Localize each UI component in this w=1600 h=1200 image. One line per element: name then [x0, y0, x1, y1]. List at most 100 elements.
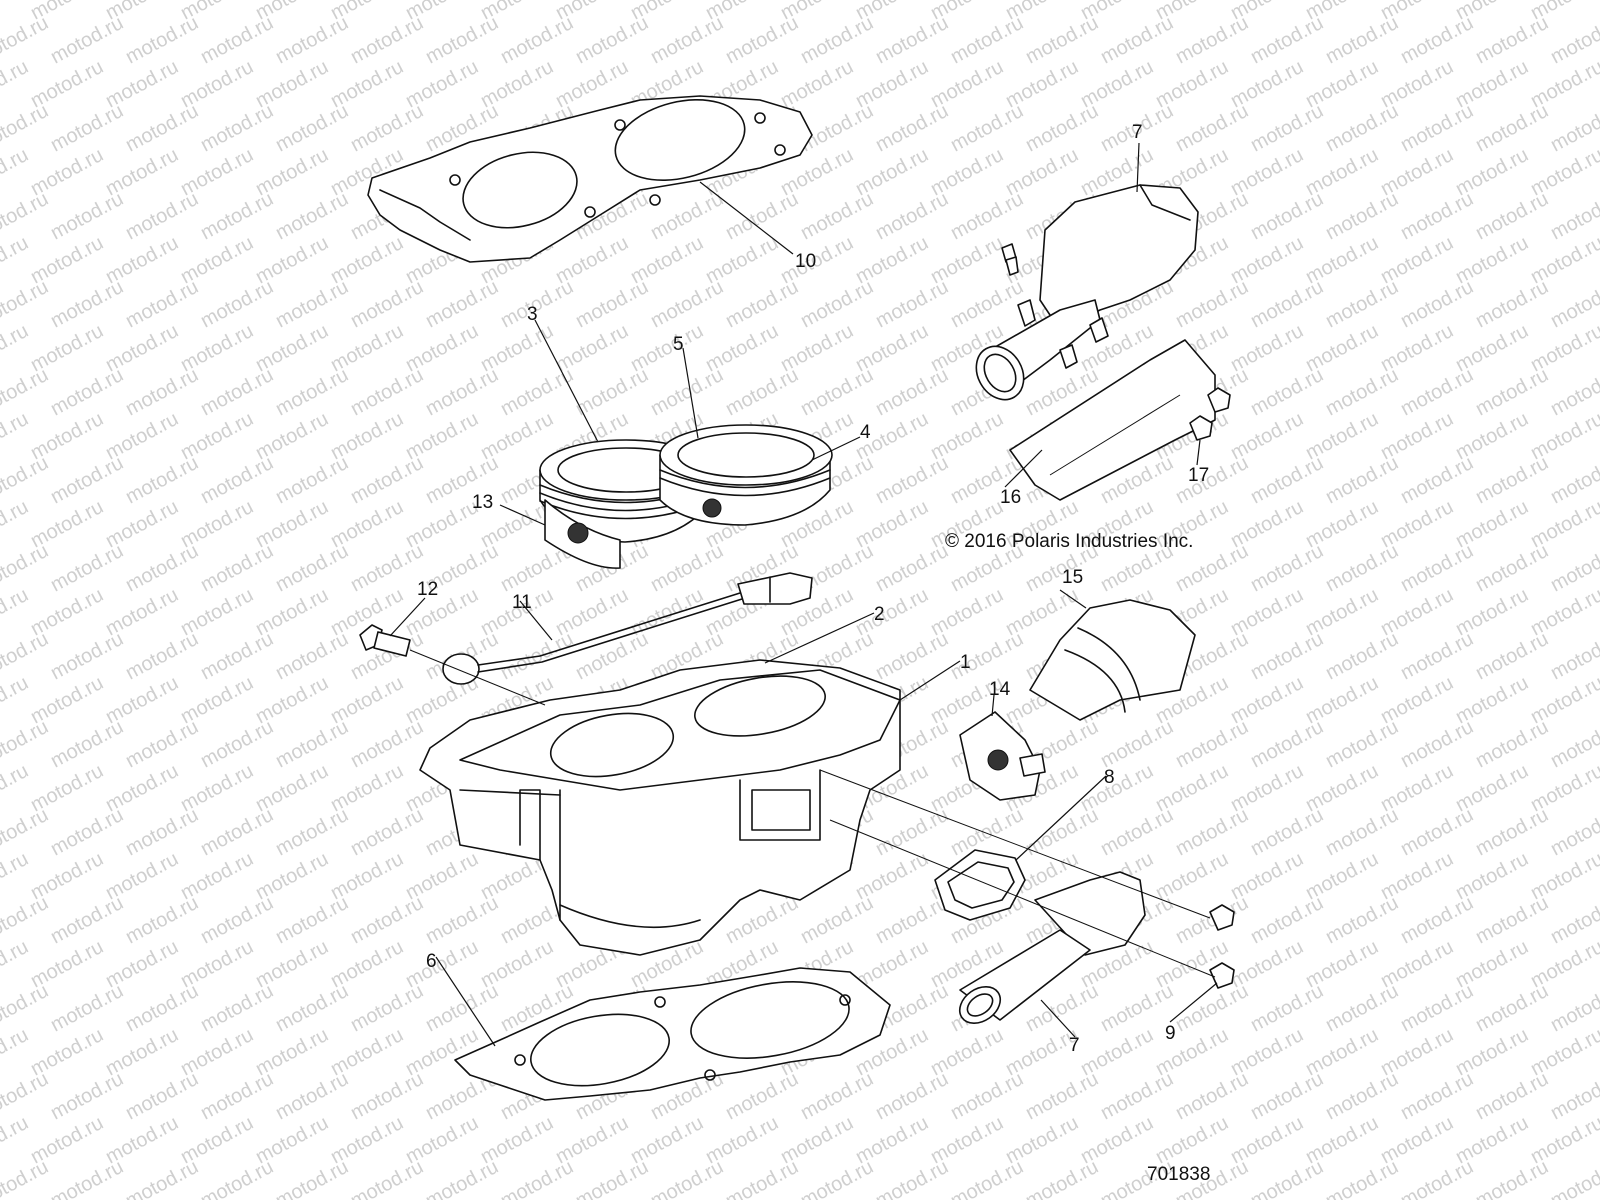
watermark-text: motod.ru — [272, 188, 352, 244]
temp-sensor-part — [442, 572, 813, 685]
watermark-text: motod.ru — [722, 1068, 802, 1124]
watermark-text: motod.ru — [1247, 188, 1327, 244]
watermark-text: motod.ru — [1322, 628, 1402, 684]
watermark-text: motod.ru — [1097, 804, 1177, 860]
watermark-text: motod.ru — [47, 1068, 127, 1124]
watermark-text: motod.ru — [197, 364, 277, 420]
watermark-text: motod.ru — [122, 980, 202, 1036]
watermark-text: motod.ru — [272, 1068, 352, 1124]
watermark-text: motod.ru — [572, 1156, 652, 1200]
watermark-text: motod.ru — [872, 892, 952, 948]
watermark-text: motod.ru — [0, 1024, 32, 1080]
watermark-text: motod.ru — [1322, 892, 1402, 948]
watermark-text: motod.ru — [422, 12, 502, 68]
watermark-text: motod.ru — [1022, 1068, 1102, 1124]
watermark-text: motod.ru — [647, 12, 727, 68]
watermark-text: motod.ru — [0, 628, 52, 684]
watermark-text: motod.ru — [1247, 452, 1327, 508]
watermark-text: motod.ru — [497, 12, 577, 68]
head-gasket-part — [367, 95, 813, 263]
watermark-text: motod.ru — [272, 1156, 352, 1200]
watermark-text: motod.ru — [722, 12, 802, 68]
watermark-text: motod.ru — [0, 496, 32, 552]
watermark-text: motod.ru — [122, 628, 202, 684]
watermark-text: motod.ru — [1322, 804, 1402, 860]
watermark-text: motod.ru — [47, 716, 127, 772]
watermark-text: motod.ru — [0, 188, 52, 244]
watermark-text: motod.ru — [347, 804, 427, 860]
watermark-text: motod.ru — [1247, 804, 1327, 860]
watermark-text: motod.ru — [0, 760, 32, 816]
watermark-text: motod.ru — [722, 188, 802, 244]
watermark-text: motod.ru — [122, 1068, 202, 1124]
water-outlet-part — [958, 871, 1146, 1024]
watermark-text: motod.ru — [1397, 12, 1477, 68]
watermark-text: motod.ru — [872, 12, 952, 68]
watermark-text: motod.ru — [1172, 12, 1252, 68]
watermark-text: motod.ru — [1322, 980, 1402, 1036]
watermark-text: motod.ru — [1247, 12, 1327, 68]
watermark-text: motod.ru — [947, 100, 1027, 156]
watermark-text: motod.ru — [1247, 1068, 1327, 1124]
watermark-text: motod.ru — [722, 276, 802, 332]
callout-4: 4 — [860, 422, 871, 443]
watermark-text: motod.ru — [1022, 804, 1102, 860]
watermark-text: motod.ru — [722, 364, 802, 420]
watermark-text: motod.ru — [1322, 1156, 1402, 1200]
callout-10: 10 — [795, 251, 816, 272]
watermark-text: motod.ru — [347, 364, 427, 420]
watermark-text: motod.ru — [1472, 892, 1552, 948]
watermark-text: motod.ru — [347, 980, 427, 1036]
seal-ring-part — [934, 849, 1026, 921]
watermark-text: motod.ru — [0, 12, 52, 68]
watermark-text: motod.ru — [0, 980, 52, 1036]
watermark-text: motod.ru — [872, 804, 952, 860]
watermark-text: motod.ru — [0, 144, 32, 200]
watermark-text: motod.ru — [1472, 276, 1552, 332]
watermark-text: motod.ru — [1172, 804, 1252, 860]
watermark-text: motod.ru — [122, 12, 202, 68]
watermark-text: motod.ru — [47, 100, 127, 156]
watermark-text: motod.ru — [1472, 364, 1552, 420]
watermark-text: motod.ru — [872, 1156, 952, 1200]
watermark-text: motod.ru — [1097, 1068, 1177, 1124]
clamp-part — [959, 711, 1046, 801]
watermark-text: motod.ru — [1322, 100, 1402, 156]
watermark-text: motod.ru — [122, 1156, 202, 1200]
watermark-text: motod.ru — [1322, 540, 1402, 596]
watermark-text: motod.ru — [272, 452, 352, 508]
watermark-text: motod.ru — [0, 1156, 52, 1200]
callout-13: 13 — [472, 492, 493, 513]
leader-lines — [389, 142, 1218, 1047]
watermark-text: motod.ru — [1322, 364, 1402, 420]
callout-7-bottom: 7 — [1069, 1035, 1080, 1056]
callout-7-top: 7 — [1132, 122, 1143, 143]
assembly-line — [829, 819, 1216, 978]
watermark-text: motod.ru — [797, 188, 877, 244]
watermark-text: motod.ru — [1472, 12, 1552, 68]
watermark-text: motod.ru — [1322, 276, 1402, 332]
watermark-text: motod.ru — [1472, 716, 1552, 772]
watermark-text: motod.ru — [1397, 1068, 1477, 1124]
watermark-text: motod.ru — [1472, 540, 1552, 596]
watermark-text: motod.ru — [0, 936, 32, 992]
watermark-text: motod.ru — [1097, 716, 1177, 772]
watermark-text: motod.ru — [422, 892, 502, 948]
watermark-text: motod.ru — [947, 1068, 1027, 1124]
watermark-text: motod.ru — [1397, 1156, 1477, 1200]
watermark-text: motod.ru — [47, 188, 127, 244]
watermark-text: motod.ru — [122, 276, 202, 332]
watermark-text: motod.ru — [797, 1156, 877, 1200]
watermark-text: motod.ru — [0, 452, 52, 508]
watermark-text: motod.ru — [0, 320, 32, 376]
base-gasket-part — [454, 967, 891, 1101]
watermark-text: motod.ru — [197, 1068, 277, 1124]
watermark-text: motod.ru — [47, 540, 127, 596]
callout-15: 15 — [1062, 567, 1083, 588]
watermark-text: motod.ru — [0, 232, 32, 288]
watermark-text: motod.ru — [422, 364, 502, 420]
watermark-text: motod.ru — [272, 892, 352, 948]
watermark-text: motod.ru — [272, 364, 352, 420]
watermark-text: motod.ru — [797, 12, 877, 68]
watermark-text: motod.ru — [572, 364, 652, 420]
